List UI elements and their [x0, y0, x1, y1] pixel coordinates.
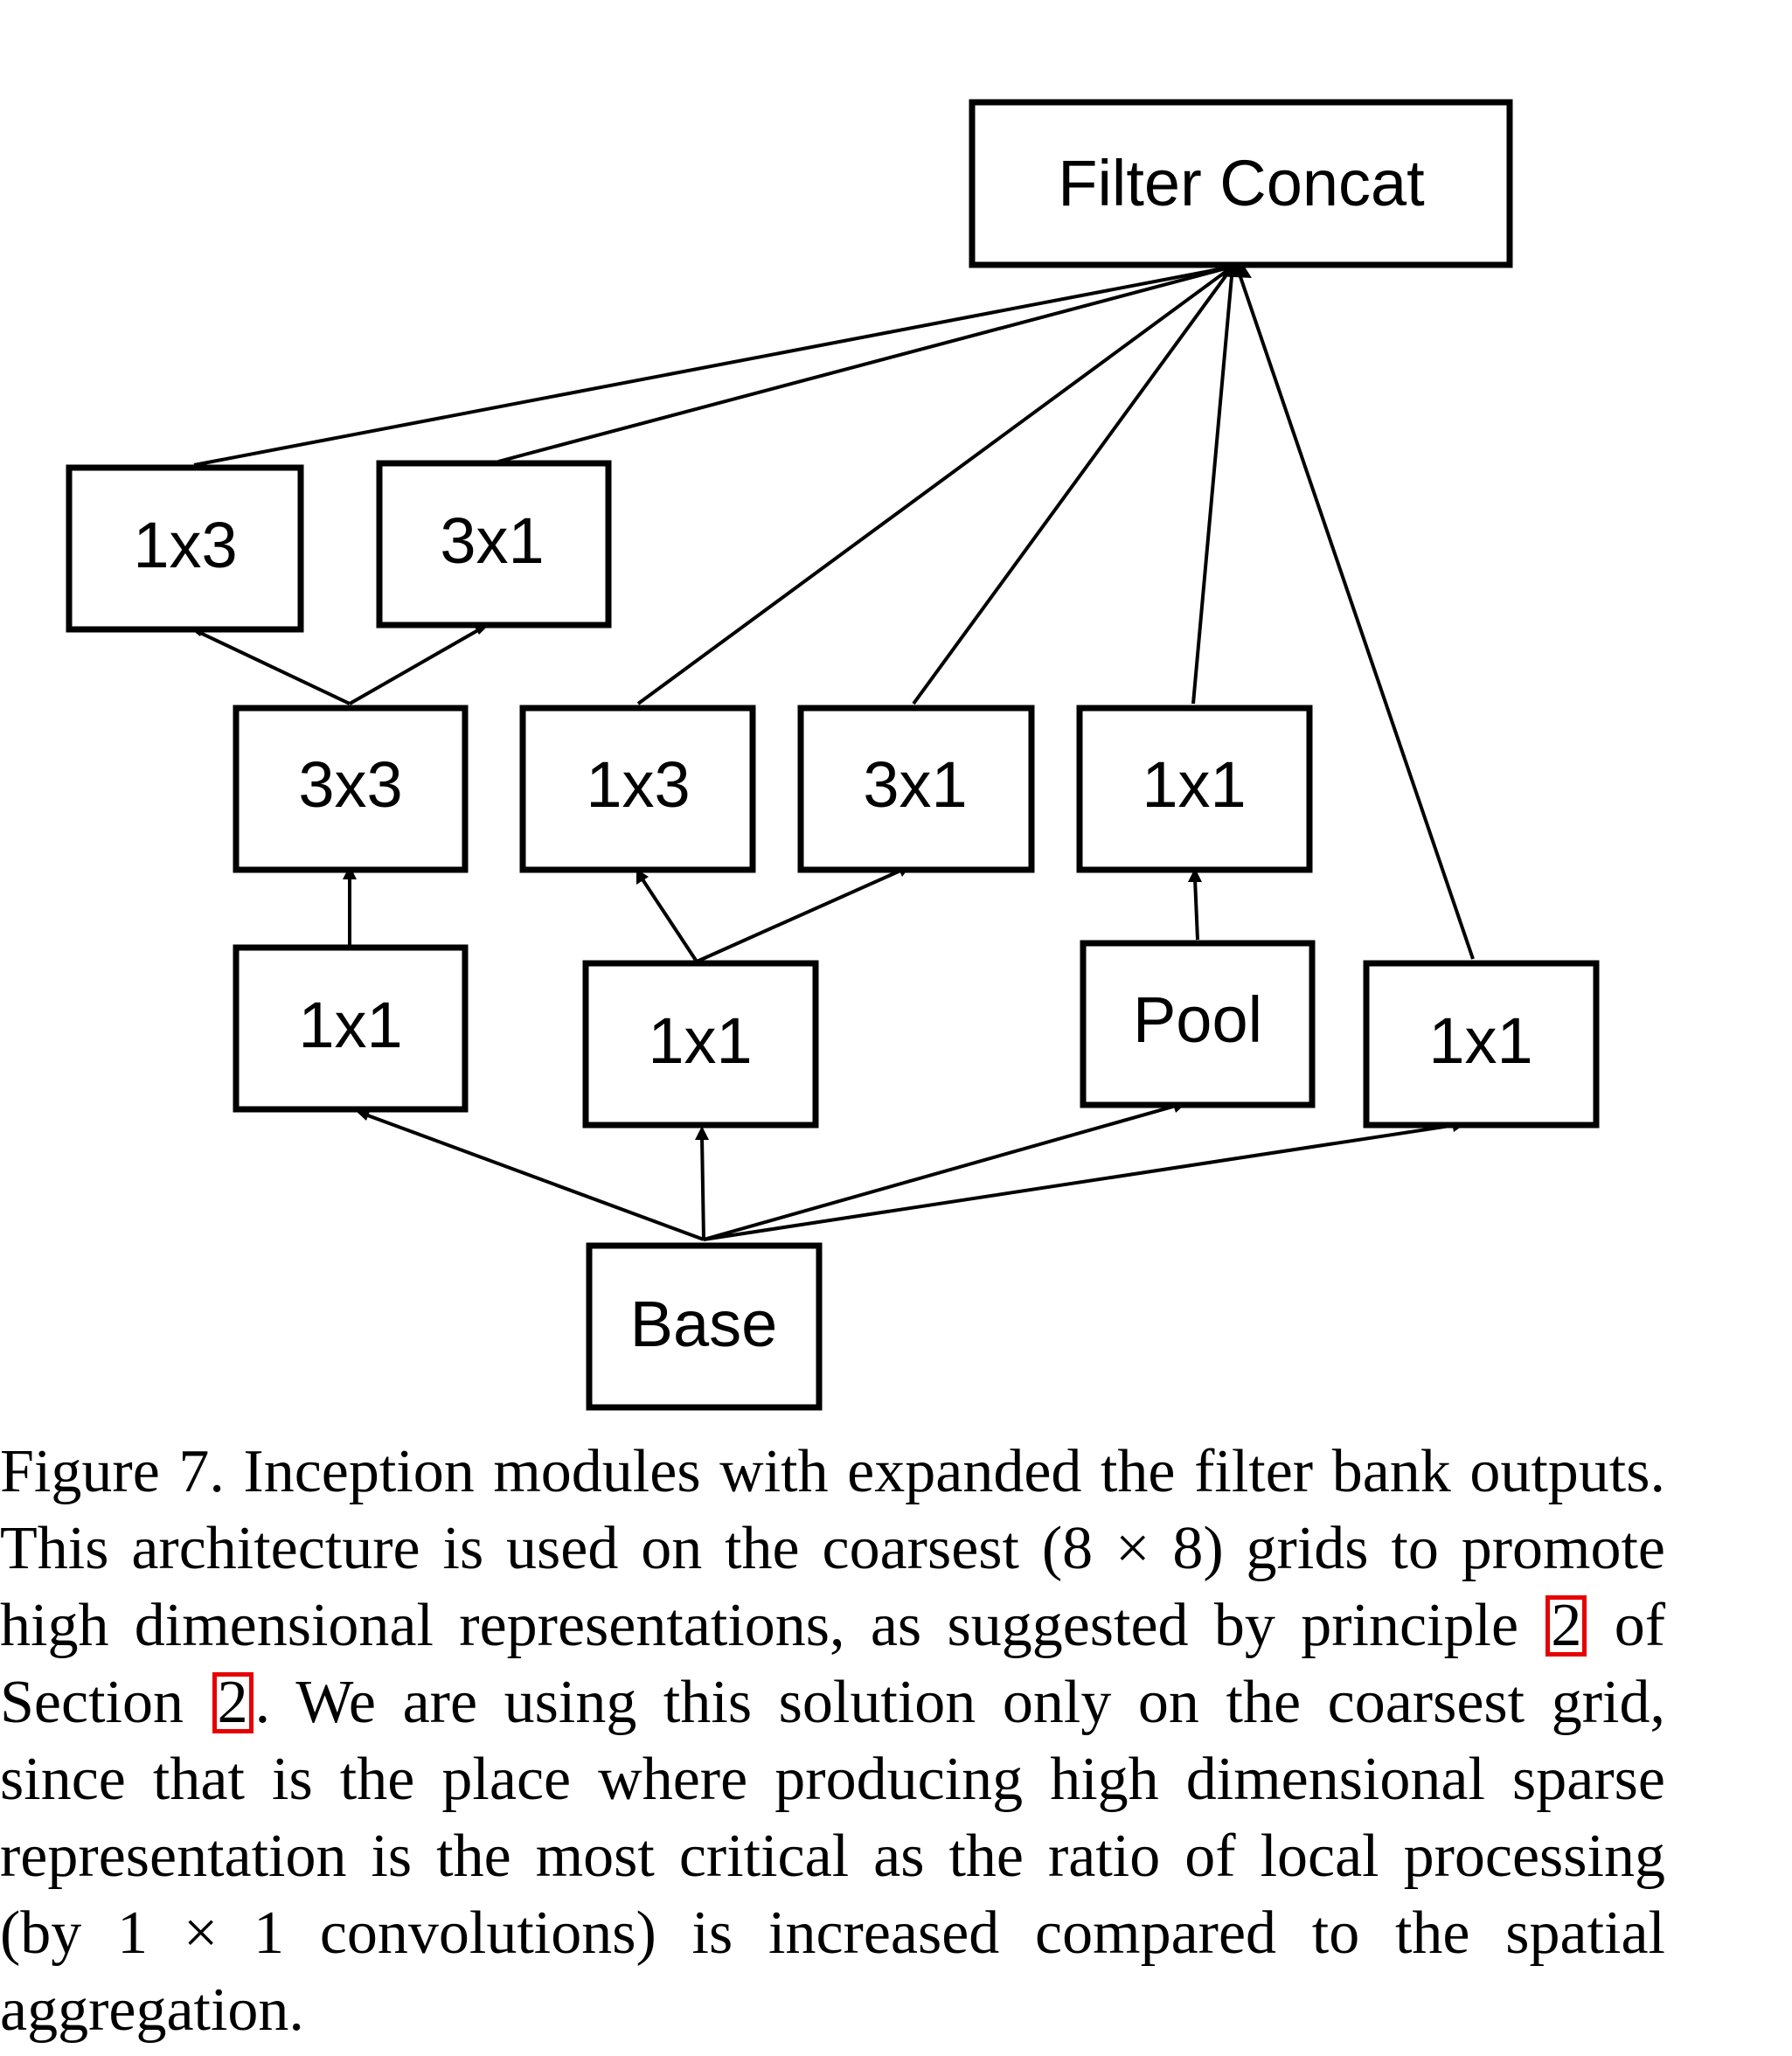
edge-b2-3x1-to-concat	[912, 265, 1234, 705]
edge-base-to-b1-1x1	[365, 1113, 705, 1241]
edge-3x3-to-1x3	[196, 629, 351, 705]
edge-base-to-pool	[703, 1104, 1177, 1241]
edge-base-to-b2-1x1	[700, 1136, 705, 1240]
edge-b2-1x3-to-concat	[636, 265, 1234, 705]
node-b1-1x1: 1x1	[233, 944, 469, 1113]
principle-ref-link[interactable]: 2	[1545, 1595, 1587, 1657]
concat-arrowhead	[1217, 259, 1252, 278]
edge-pool-to-b3-1x1	[1193, 878, 1199, 941]
inception-module-diagram: Filter Concat 1x3 3x1 3x3 1x3 3x1 1x1 1x…	[66, 99, 1600, 1411]
node-b2-1x1-label: 1x1	[648, 1004, 752, 1077]
node-pool-label: Pool	[1133, 983, 1262, 1056]
node-b2-1x3: 1x3	[519, 705, 756, 873]
edge-b2-1x1-to-3x1	[696, 869, 901, 963]
node-b3-1x1-label: 1x1	[1142, 748, 1246, 821]
section-ref-link[interactable]: 2	[212, 1672, 254, 1733]
node-b2-3x1: 3x1	[797, 705, 1035, 873]
edge-3x3-to-3x1	[349, 626, 483, 705]
edge-b2-1x1-to-1x3	[641, 878, 698, 963]
node-b1-3x3-label: 3x3	[298, 748, 402, 821]
caption-text-3: . We are using this solution only on the…	[0, 1669, 1665, 2044]
node-b1-3x1: 3x1	[376, 460, 612, 629]
arrowhead-b3-1x1	[1188, 868, 1202, 882]
node-filter-concat: Filter Concat	[969, 99, 1513, 268]
edge-b4-1x1-to-concat	[1235, 266, 1475, 960]
caption-text-1: Figure 7. Inception modules with expande…	[0, 1438, 1665, 1659]
node-pool: Pool	[1080, 940, 1316, 1108]
node-b1-1x3: 1x3	[66, 464, 304, 633]
figure-caption: Figure 7. Inception modules with expande…	[0, 1434, 1665, 2049]
node-filter-concat-label: Filter Concat	[1058, 147, 1425, 219]
caption-text-2: of Section	[0, 1592, 1666, 1736]
node-b3-1x1: 1x1	[1076, 705, 1313, 873]
edge-b1-3x1-to-concat	[497, 265, 1233, 463]
arrowhead-b2-1x1	[695, 1126, 709, 1140]
node-b2-1x3-label: 1x3	[586, 748, 690, 821]
node-base: Base	[586, 1242, 823, 1411]
edge-b3-1x1-to-concat	[1191, 266, 1234, 705]
node-b1-1x3-label: 1x3	[133, 509, 237, 581]
node-b1-3x3: 3x3	[233, 705, 469, 873]
edge-base-to-b4-1x1	[703, 1123, 1456, 1241]
node-b4-1x1-label: 1x1	[1428, 1004, 1532, 1077]
node-b4-1x1: 1x1	[1363, 960, 1600, 1129]
edge-b1-1x3-to-concat	[193, 265, 1233, 467]
node-b1-1x1-label: 1x1	[298, 989, 402, 1061]
node-b1-3x1-label: 3x1	[440, 504, 544, 577]
node-b2-1x1: 1x1	[582, 960, 819, 1129]
node-base-label: Base	[630, 1288, 778, 1360]
node-b2-3x1-label: 3x1	[863, 748, 967, 821]
